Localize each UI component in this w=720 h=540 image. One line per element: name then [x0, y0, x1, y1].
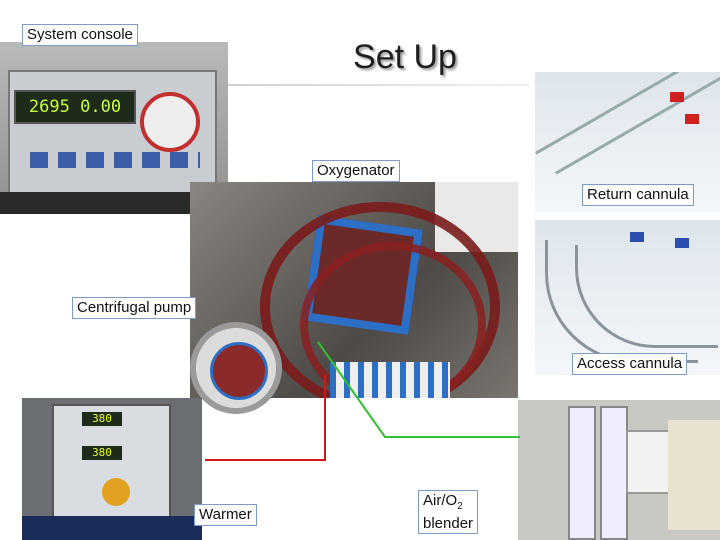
title-divider	[225, 84, 530, 86]
return-cannula-label: Return cannula	[582, 184, 694, 206]
blender-photo	[518, 400, 720, 540]
blender-label-subscript: 2	[457, 501, 463, 512]
blender-label-main: Air/O	[423, 492, 458, 509]
centrifugal-pump-photo	[190, 322, 282, 414]
warmer-pointer-line	[205, 375, 326, 461]
warmer-top-readout: 380	[82, 412, 122, 426]
console-rpm-readout: 0.00	[80, 97, 122, 117]
warmer-photo: 380 380	[22, 398, 202, 540]
page-title: Set Up	[353, 38, 457, 76]
oxygenator-label: Oxygenator	[312, 160, 400, 182]
console-flow-readout: 2695	[28, 97, 70, 117]
warmer-label: Warmer	[194, 504, 257, 526]
console-dial[interactable]	[140, 92, 200, 152]
blender-pointer-line	[317, 341, 520, 438]
centrifugal-pump-label: Centrifugal pump	[72, 297, 197, 319]
blender-label: Air/O2 blender	[418, 490, 479, 534]
warmer-bottom-readout: 380	[82, 446, 122, 460]
access-cannula-photo	[535, 220, 720, 375]
blender-label-line2: blender	[423, 515, 474, 532]
system-console-label: System console	[22, 24, 138, 46]
access-cannula-label: Access cannula	[572, 353, 688, 375]
